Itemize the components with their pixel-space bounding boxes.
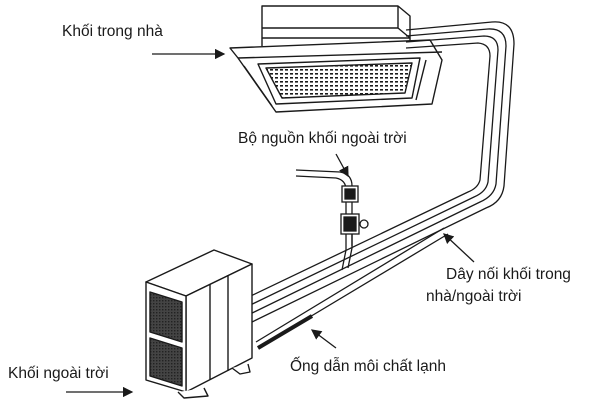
refrigerant-pipe-arrow	[310, 329, 337, 349]
piping-bundle	[233, 21, 515, 350]
power-supply-line	[295, 169, 369, 271]
connection-wire-label-line2: nhà/ngoài trời	[426, 288, 522, 305]
pointer-arrows	[66, 48, 475, 398]
connection-wire-arrow	[443, 233, 475, 263]
connection-wire-label-line1: Dây nối khối trong	[446, 266, 571, 283]
indoor-unit-label: Khối trong nhà	[62, 23, 163, 40]
outdoor-unit-label: Khối ngoài trời	[8, 365, 109, 382]
outdoor-power-label: Bộ nguồn khối ngoài trời	[238, 130, 407, 147]
power-supply-arrow	[335, 153, 349, 178]
outdoor-unit	[145, 249, 253, 399]
indoor-unit	[229, 5, 443, 113]
refrigerant-pipe-label: Ống dẫn môi chất lạnh	[290, 358, 446, 375]
